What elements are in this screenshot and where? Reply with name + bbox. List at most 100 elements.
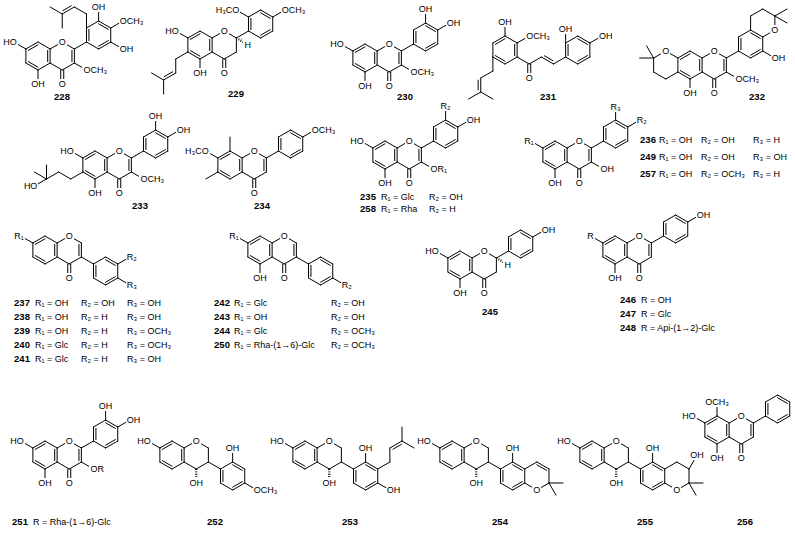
- bond-line: [145, 138, 146, 149]
- atom-label: OH: [497, 17, 513, 27]
- bond-line: [86, 21, 98, 28]
- bond-line: [95, 151, 107, 158]
- substituent-table-cell: R₃ = OH: [126, 298, 162, 308]
- bond-line: [421, 148, 422, 162]
- bond-line: [765, 416, 777, 423]
- bond-line: [57, 257, 69, 264]
- bond-line: [640, 483, 652, 490]
- atom-label: R₁: [228, 231, 240, 241]
- bond-line: [704, 423, 705, 437]
- bond-line: [628, 462, 640, 469]
- bond-line: [714, 72, 726, 79]
- bond-line: [521, 250, 531, 256]
- bond-line: [680, 71, 690, 77]
- bond-line: [62, 14, 63, 28]
- bond-line: [537, 465, 547, 471]
- bond-line: [447, 258, 448, 272]
- compound-number: 248: [619, 323, 637, 333]
- bond-line: [81, 441, 93, 448]
- bond-line: [397, 162, 409, 169]
- bond-line: [263, 159, 264, 170]
- bond-line: [615, 236, 627, 243]
- compound-number: 256: [736, 517, 754, 527]
- substituent-table-cell: R₁ = Glc: [34, 340, 69, 350]
- bond-line: [480, 78, 481, 92]
- bond-line: [57, 462, 69, 469]
- atom-label: O: [192, 436, 201, 446]
- bond-line: [62, 63, 74, 70]
- atom-label: O: [635, 273, 644, 283]
- substituent-table-cell: R₂ = OH: [428, 192, 464, 202]
- bond-line: [688, 469, 689, 483]
- bond-line: [353, 483, 365, 490]
- atom-label: HO: [424, 246, 440, 256]
- bond-line: [549, 483, 556, 495]
- bond-line: [604, 462, 616, 469]
- atom-label: OH: [558, 24, 574, 34]
- bond-line: [385, 162, 397, 169]
- compound-number: 231: [539, 92, 557, 102]
- atom-label: O: [612, 436, 621, 446]
- atom-label: R₃: [126, 280, 138, 290]
- bond-line: [280, 138, 281, 149]
- atom-label: H₃CO: [215, 5, 241, 15]
- bond-line: [642, 470, 643, 481]
- bond-line: [47, 50, 48, 61]
- bond-line: [341, 462, 353, 469]
- atom-label: O: [280, 231, 289, 241]
- bond-line: [85, 154, 95, 160]
- atom-label: OH: [418, 4, 434, 14]
- bond-line: [603, 141, 615, 148]
- bond-line: [296, 257, 308, 264]
- substituent-table-cell: R₁ = OH: [34, 312, 69, 322]
- bond-line: [317, 462, 329, 469]
- bond-line: [71, 172, 83, 179]
- compound-number: 242: [213, 298, 231, 308]
- bond-line: [689, 483, 703, 484]
- bond-line: [88, 29, 89, 40]
- bond-line: [34, 172, 46, 179]
- bond-line: [329, 462, 341, 469]
- atom-label: O: [280, 273, 289, 283]
- bond-line: [239, 159, 240, 170]
- bond-line: [398, 52, 399, 63]
- bond-line: [93, 420, 105, 427]
- bond-line: [753, 423, 754, 437]
- atom-label: O: [710, 46, 719, 56]
- bond-line: [653, 465, 663, 471]
- atom-label: HO: [2, 37, 18, 47]
- bond-line: [176, 52, 188, 59]
- bond-line: [778, 398, 788, 404]
- bond-line: [476, 462, 488, 469]
- bond-line: [415, 31, 416, 42]
- bond-line: [605, 239, 615, 245]
- atom-label: O: [525, 73, 534, 83]
- bond-line: [50, 63, 62, 70]
- bond-line: [521, 233, 531, 239]
- bond-line: [492, 57, 493, 71]
- bond-line: [233, 482, 243, 488]
- bond-line: [460, 251, 472, 258]
- atom-label: O: [472, 436, 481, 446]
- atom-label: H: [243, 40, 252, 50]
- bond-line: [163, 80, 164, 94]
- atom-label: OH: [358, 443, 374, 453]
- bond-line: [665, 223, 666, 234]
- bond-line: [236, 38, 237, 52]
- bond-line: [545, 161, 555, 167]
- atom-label: OH: [98, 401, 114, 411]
- atom-label: O: [480, 288, 489, 298]
- bond-line: [592, 462, 604, 469]
- bond-line: [93, 278, 105, 285]
- bond-line: [74, 42, 86, 49]
- atom-label: O: [250, 188, 259, 198]
- bond-line: [167, 137, 168, 151]
- atom-label: HO: [136, 436, 152, 446]
- bond-line: [291, 150, 301, 156]
- atom-label: O: [250, 146, 259, 156]
- bond-line: [663, 215, 675, 222]
- bond-line: [726, 51, 738, 58]
- substituent-table-cell: R₁ = Glc: [233, 298, 268, 308]
- bond-line: [321, 260, 331, 266]
- bond-line: [665, 462, 677, 469]
